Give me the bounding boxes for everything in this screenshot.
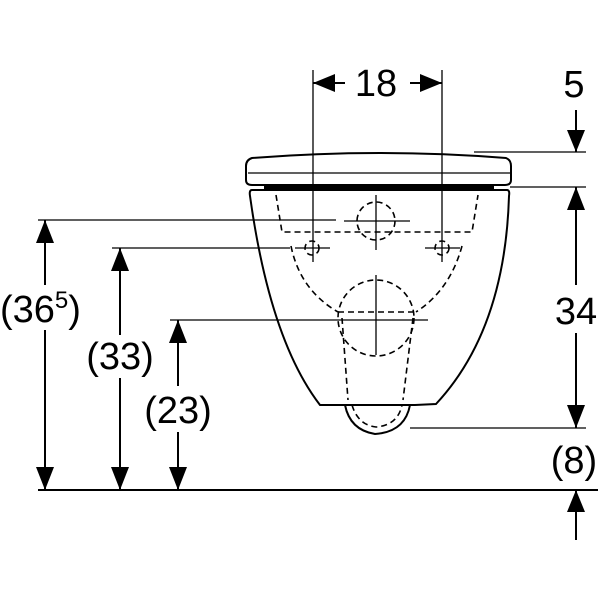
dim-label-34: 34 bbox=[555, 291, 597, 333]
dim-8: (8) bbox=[551, 440, 597, 540]
dim-36-5: (365) bbox=[0, 220, 81, 490]
dim-33: (33) bbox=[86, 248, 154, 490]
dim-label-23: (23) bbox=[144, 390, 212, 432]
dim-label-33: (33) bbox=[86, 336, 154, 378]
dim-34: 34 bbox=[555, 187, 597, 428]
dim-label-36-5: (365) bbox=[0, 287, 81, 331]
dim-5: 5 bbox=[563, 64, 585, 152]
outlet-spout bbox=[344, 404, 411, 436]
toilet-seat bbox=[245, 152, 512, 190]
toilet-bowl bbox=[248, 189, 511, 406]
dim-label-5: 5 bbox=[563, 64, 584, 106]
dim-23: (23) bbox=[144, 320, 212, 490]
centre-marks bbox=[295, 195, 460, 355]
extension-lines bbox=[38, 70, 586, 429]
hidden-lines bbox=[275, 194, 479, 428]
dim-label-8: (8) bbox=[551, 440, 597, 482]
dim-18: 18 bbox=[313, 63, 442, 105]
dim-label-18: 18 bbox=[355, 63, 397, 105]
